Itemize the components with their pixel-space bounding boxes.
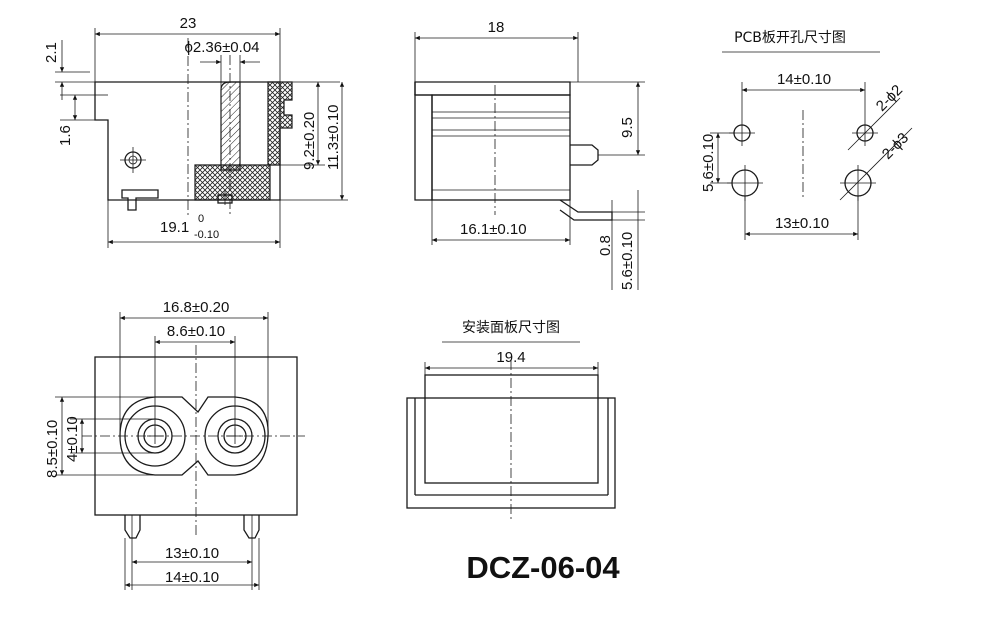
face-outer-height: 8.5±0.10 — [44, 420, 61, 478]
pcb-vertical-spacing: 5.6±0.10 — [700, 134, 717, 192]
wall-section — [267, 81, 293, 166]
pin-section — [220, 81, 241, 171]
dim-depth: 19.1 — [160, 219, 189, 236]
dim-front-width: 18 — [488, 19, 505, 36]
dim-depth-tol-upper: 0 — [198, 213, 204, 225]
face-view: 16.8±0.20 8.6±0.10 8.5±0.10 4±0.10 13±0.… — [44, 299, 305, 590]
dim-step: 1.6 — [57, 125, 74, 146]
pcb-bottom-spacing: 13±0.10 — [775, 215, 829, 232]
dim-pin-offset: 0.8 — [597, 235, 614, 256]
face-inner-height: 4±0.10 — [64, 416, 81, 462]
side-view: 23 ϕ2.36±0.04 2.1 1.6 9.2±0.20 11.3±0.10… — [43, 15, 348, 248]
front-view: 18 9.5 16.1±0.10 0.8 5.6±0.10 — [414, 19, 645, 290]
face-leg-spacing-outer: 14±0.10 — [165, 569, 219, 586]
pcb-large-holes: 2-ϕ3 — [879, 130, 912, 163]
screw-symbol — [120, 147, 146, 173]
pcb-small-holes: 2-ϕ2 — [873, 82, 906, 115]
pcb-caption: PCB板开孔尺寸图 — [734, 30, 846, 46]
dim-front-depth: 16.1±0.10 — [460, 221, 527, 238]
model-title: DCZ-06-04 — [466, 550, 620, 585]
dim-pin-diameter: ϕ2.36±0.04 — [184, 39, 259, 56]
dim-top-offset: 2.1 — [43, 42, 60, 63]
panel-cutout: 安装面板尺寸图 19.4 — [406, 320, 616, 520]
dim-front-height: 9.5 — [619, 117, 636, 138]
dim-pin-height: 9.2±0.20 — [301, 112, 318, 170]
face-pin-spacing: 8.6±0.10 — [167, 323, 225, 340]
pcb-layout: PCB板开孔尺寸图 14±0.10 13±0.10 5.6±0.10 2-ϕ2 — [700, 30, 913, 240]
dim-depth-tol-lower: -0.10 — [194, 229, 219, 241]
dim-total-height: 11.3±0.10 — [325, 104, 342, 170]
base-section — [194, 164, 271, 201]
panel-caption: 安装面板尺寸图 — [462, 320, 560, 336]
dim-width-23: 23 — [180, 15, 197, 32]
dim-pin-length: 5.6±0.10 — [619, 232, 636, 290]
pcb-top-spacing: 14±0.10 — [777, 71, 831, 88]
face-outer-width: 16.8±0.20 — [163, 299, 230, 316]
face-leg-spacing-inner: 13±0.10 — [165, 545, 219, 562]
panel-width: 19.4 — [496, 349, 525, 366]
